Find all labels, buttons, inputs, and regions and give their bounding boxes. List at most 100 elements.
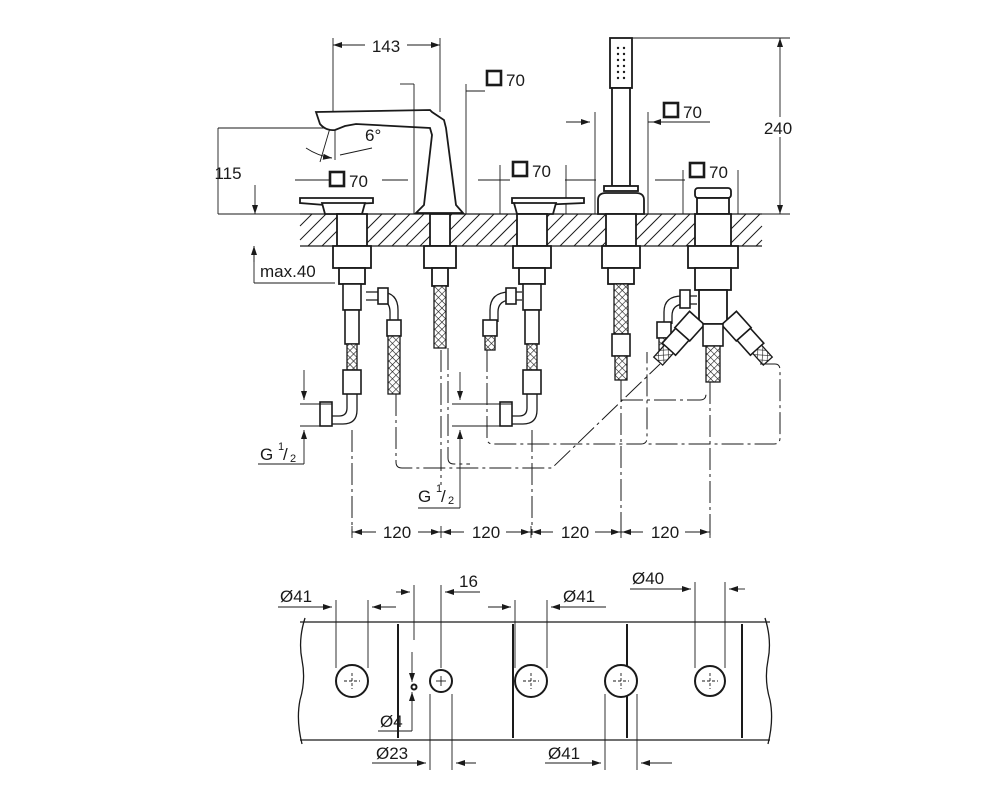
elevation-view: 143 115 240 max.40 — [214, 34, 802, 542]
fraction-slash: / — [441, 487, 446, 506]
under-deck-shower — [601, 213, 641, 381]
under-deck-spout — [423, 213, 457, 349]
hatch-line — [299, 213, 313, 227]
dim-spout-angle: 6° — [305, 126, 381, 163]
dim-spout-height: 115 — [214, 127, 335, 215]
dim-16-label: 16 — [459, 572, 478, 591]
spout-pin — [410, 683, 418, 691]
thread-g-center: G — [418, 487, 431, 506]
dim-240-label: 240 — [764, 119, 792, 138]
thread-num-left: 1 — [278, 441, 284, 453]
hatch-line — [755, 239, 763, 247]
left-escutcheon-dim: 70 — [328, 170, 368, 191]
square-escutcheon-icon — [688, 161, 706, 179]
dim-o41-middle-label: Ø41 — [563, 587, 595, 606]
dim-143-label: 143 — [372, 37, 400, 56]
spacing-120-4: 120 — [651, 523, 679, 542]
hand-shower — [566, 37, 710, 215]
fraction-slash: / — [283, 445, 288, 464]
square-escutcheon-icon — [511, 160, 529, 178]
nozzle-dot — [616, 52, 620, 56]
plan-right-break — [764, 617, 773, 745]
dim-o41-bottom-label: Ø41 — [548, 744, 580, 763]
nozzle-dot — [616, 76, 620, 80]
shower-nozzles — [616, 46, 626, 80]
dim-hole-middle: Ø41 — [488, 587, 606, 668]
middle-escutcheon-dim: 70 — [511, 160, 551, 181]
dim-pin-offset: 16 — [396, 572, 480, 668]
angle-6-label: 6° — [365, 126, 381, 145]
escutcheon-spout-label: 70 — [506, 71, 525, 90]
left-valve-handle — [295, 179, 408, 215]
hatch-line — [307, 213, 341, 247]
hole-left-valve — [335, 664, 369, 698]
dim-hole-diverter: Ø40 — [630, 569, 745, 668]
hatch-line — [727, 213, 761, 247]
nozzle-dot — [622, 58, 626, 62]
hatch-line — [447, 213, 481, 247]
hatch-line — [299, 213, 327, 241]
dim-o40-label: Ø40 — [632, 569, 664, 588]
plan-left-break — [297, 617, 306, 745]
middle-valve-handle — [478, 165, 596, 215]
square-escutcheon-icon — [485, 69, 503, 87]
hole-shower — [604, 664, 638, 698]
hatch-line — [461, 213, 495, 247]
hatch-line — [545, 213, 579, 247]
escutcheon-left-label: 70 — [349, 172, 368, 191]
dim-o4-label: Ø4 — [380, 712, 403, 731]
dim-max40-label: max.40 — [260, 262, 316, 281]
hatch-line — [377, 213, 411, 247]
hatch-line — [657, 213, 691, 247]
hole-middle-valve — [514, 664, 548, 698]
hatch-line — [391, 213, 425, 247]
dim-hole-left: Ø41 — [278, 587, 396, 668]
nozzle-dot — [622, 46, 626, 50]
plan-view: Ø41 16 Ø41 Ø40 — [278, 569, 773, 770]
under-deck-left-valve — [319, 213, 402, 427]
thread-den-left: 2 — [290, 453, 296, 465]
dim-deck-thickness: max.40 — [251, 246, 335, 284]
hole-diverter — [694, 665, 726, 697]
nozzle-dot — [622, 64, 626, 68]
hatch-line — [741, 225, 763, 247]
spacing-120-3: 120 — [561, 523, 589, 542]
spout — [314, 83, 485, 214]
spout-escutcheon-dim: 70 — [485, 69, 525, 90]
hatch-line — [475, 213, 509, 247]
diverter-escutcheon-dim: 70 — [688, 161, 728, 182]
dim-hole-shower: Ø41 — [545, 694, 672, 770]
hatch-line — [643, 213, 677, 247]
thread-label-left: G 1 / 2 — [258, 370, 332, 465]
dim-115-label: 115 — [214, 164, 241, 183]
thread-den-center: 2 — [448, 495, 454, 507]
escutcheon-middle-label: 70 — [532, 162, 551, 181]
dim-spout-hole: Ø23 — [372, 694, 476, 770]
hatch-line — [363, 213, 397, 247]
dim-o41-left-label: Ø41 — [280, 587, 312, 606]
thread-num-center: 1 — [436, 483, 442, 495]
hole-spout — [410, 669, 453, 693]
shower-escutcheon-dim: 70 — [662, 101, 702, 122]
thread-g-left: G — [260, 445, 273, 464]
diverter — [655, 170, 739, 215]
under-deck-diverter — [652, 213, 774, 383]
under-deck-middle-valve — [482, 213, 552, 427]
nozzle-dot — [622, 70, 626, 74]
hatch-line — [559, 213, 593, 247]
dim-o23-label: Ø23 — [376, 744, 408, 763]
dim-pin-diameter: Ø4 — [378, 652, 415, 732]
nozzle-dot — [622, 52, 626, 56]
nozzle-dot — [622, 76, 626, 80]
nozzle-dot — [616, 46, 620, 50]
nozzle-dot — [616, 64, 620, 68]
hose-routing-lines — [351, 348, 781, 535]
dim-spacing-row: 120 120 120 120 — [351, 521, 711, 542]
dim-spout-projection: 143 — [332, 34, 441, 120]
square-escutcheon-icon — [328, 170, 346, 188]
hatch-line — [573, 213, 607, 247]
nozzle-dot — [616, 70, 620, 74]
thread-label-center: G 1 / 2 — [418, 372, 512, 509]
spacing-120-1: 120 — [383, 523, 411, 542]
